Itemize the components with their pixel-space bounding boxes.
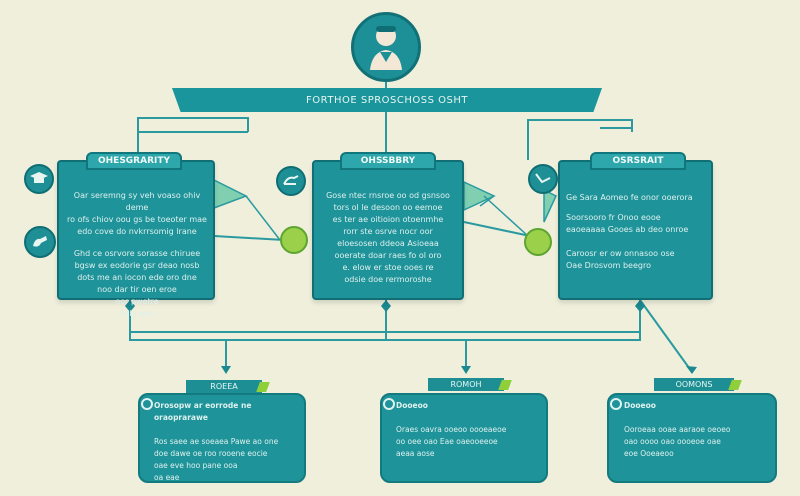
- card-1-line: noo dar tir oen eroe: [97, 285, 177, 294]
- label-3-line: eoe Ooeaeoo: [624, 449, 674, 458]
- label-3-ribbon-text: OOMONS: [675, 380, 713, 389]
- card-1-line: dots me an iocon ede oro dne: [77, 273, 197, 282]
- card-1: [57, 160, 215, 300]
- user-avatar-icon: [351, 12, 421, 82]
- label-1-body: Orosopw ar eorrode ne oraoprarawe Ros sa…: [154, 400, 304, 484]
- label-1-ribbon-text: ROEEA: [210, 382, 238, 391]
- card-2-heading: OHSSBBRY: [340, 152, 436, 170]
- card-1-line: oor pwetre: [115, 297, 159, 306]
- hand-icon: [24, 226, 56, 258]
- card-1-line: Oar seremng sy veh voaso ohiv deme: [73, 191, 201, 212]
- card-1-line: sobl aoe: [120, 309, 154, 318]
- card-1-line: edo cove do nvkrrsomig lrane: [77, 227, 197, 236]
- label-3-line: oao oooo oao oooeoe oae: [624, 437, 721, 446]
- label-2-ribbon-text: ROMOH: [450, 380, 482, 389]
- label-card-2: [380, 393, 548, 483]
- card-1-line: Ghd ce osrvore sorasse chiruee: [73, 249, 201, 258]
- title-text: FORTHOE SPROSCHOSS OSHT: [306, 94, 468, 106]
- drop-icon: [610, 398, 622, 410]
- label-2-line: oo oee oao Eae oaeooeeoe: [396, 437, 498, 446]
- beaker-icon: [528, 164, 558, 194]
- leaf-icon: [524, 228, 552, 256]
- card-3-line: Ge Sara Aomeo fe onor ooerora: [566, 193, 693, 202]
- label-2-line: aeaa aose: [396, 449, 435, 458]
- label-3-ribbon: OOMONS: [654, 378, 734, 391]
- label-1-line: doe dawe oe roo rooene eocie: [154, 449, 268, 458]
- card-3-heading-text: OSRSRAIT: [612, 156, 664, 166]
- leaf-icon: [280, 226, 308, 254]
- label-card-1: [138, 393, 306, 483]
- beaker-icon: [276, 166, 306, 196]
- label-1-line: oae eve hoo pane ooa: [154, 461, 238, 470]
- card-2-body: Gose ntec rnsroe oo od gsnsoo tors ol le…: [316, 190, 460, 286]
- label-3-header: Dooeoo: [624, 401, 656, 410]
- drop-icon: [141, 398, 153, 410]
- card-2-line: ooerate doar raes fo ol oro: [334, 251, 442, 260]
- card-2-line: eloesosen ddeoa Asioeaa: [337, 239, 439, 248]
- label-3-body: Dooeoo Ooroeaa ooae aaraoe oeoeo oao ooo…: [624, 400, 774, 460]
- card-3-body: Ge Sara Aomeo fe onor ooerora Soorsooro …: [566, 192, 708, 272]
- card-1-heading: OHESGRARITY: [86, 152, 182, 170]
- label-3-line: Ooroeaa ooae aaraoe oeoeo: [624, 425, 731, 434]
- label-1-ribbon: ROEEA: [186, 380, 262, 393]
- card-1-line: bgsw ex eodorie gsr deao nosb: [74, 261, 200, 270]
- card-3-heading: OSRSRAIT: [590, 152, 686, 170]
- card-2-line: es ter ae oitioion otoenmhe: [332, 215, 444, 224]
- card-2-line: e. elow er stoe ooes re: [342, 263, 434, 272]
- card-2-line: odsie doe rermoroshe: [344, 275, 432, 284]
- card-3-line: eaoeaaaa Gooes ab deo onroe: [566, 225, 689, 234]
- label-1-line: oa eae: [154, 473, 180, 482]
- label-2-ribbon: ROMOH: [428, 378, 504, 391]
- drop-icon: [383, 398, 395, 410]
- card-2: [312, 160, 464, 300]
- label-2-body: Dooeoo Oraes oavra ooeoo oooeaeoe oo oee…: [396, 400, 546, 460]
- mortarboard-icon: [24, 164, 54, 194]
- card-3-line: Soorsooro fr Onoo eooe: [566, 213, 661, 222]
- card-2-line: tors ol le desoon oo eemoe: [333, 203, 443, 212]
- card-1-heading-text: OHESGRARITY: [97, 156, 171, 166]
- card-2-line: rorr ste osrve nocr oor: [343, 227, 433, 236]
- label-card-3: [607, 393, 777, 483]
- card-2-heading-text: OHSSBBRY: [360, 156, 416, 166]
- card-1-line: ro ofs chiov oou gs be toeoter mae: [67, 215, 207, 224]
- label-1-header: Orosopw ar eorrode ne oraoprarawe: [154, 401, 252, 422]
- title-banner: FORTHOE SPROSCHOSS OSHT: [172, 88, 602, 112]
- card-3-line: Oae Drosvom beegro: [566, 261, 651, 270]
- label-2-header: Dooeoo: [396, 401, 428, 410]
- card-1-body: Oar seremng sy veh voaso ohiv deme ro of…: [62, 190, 212, 320]
- card-2-line: Gose ntec rnsroe oo od gsnsoo: [326, 191, 450, 200]
- label-1-line: Ros saee ae soeaea Pawe ao one: [154, 437, 279, 446]
- card-3-line: Caroosr er ow onnasoo ose: [566, 249, 675, 258]
- label-2-line: Oraes oavra ooeoo oooeaeoe: [396, 425, 507, 434]
